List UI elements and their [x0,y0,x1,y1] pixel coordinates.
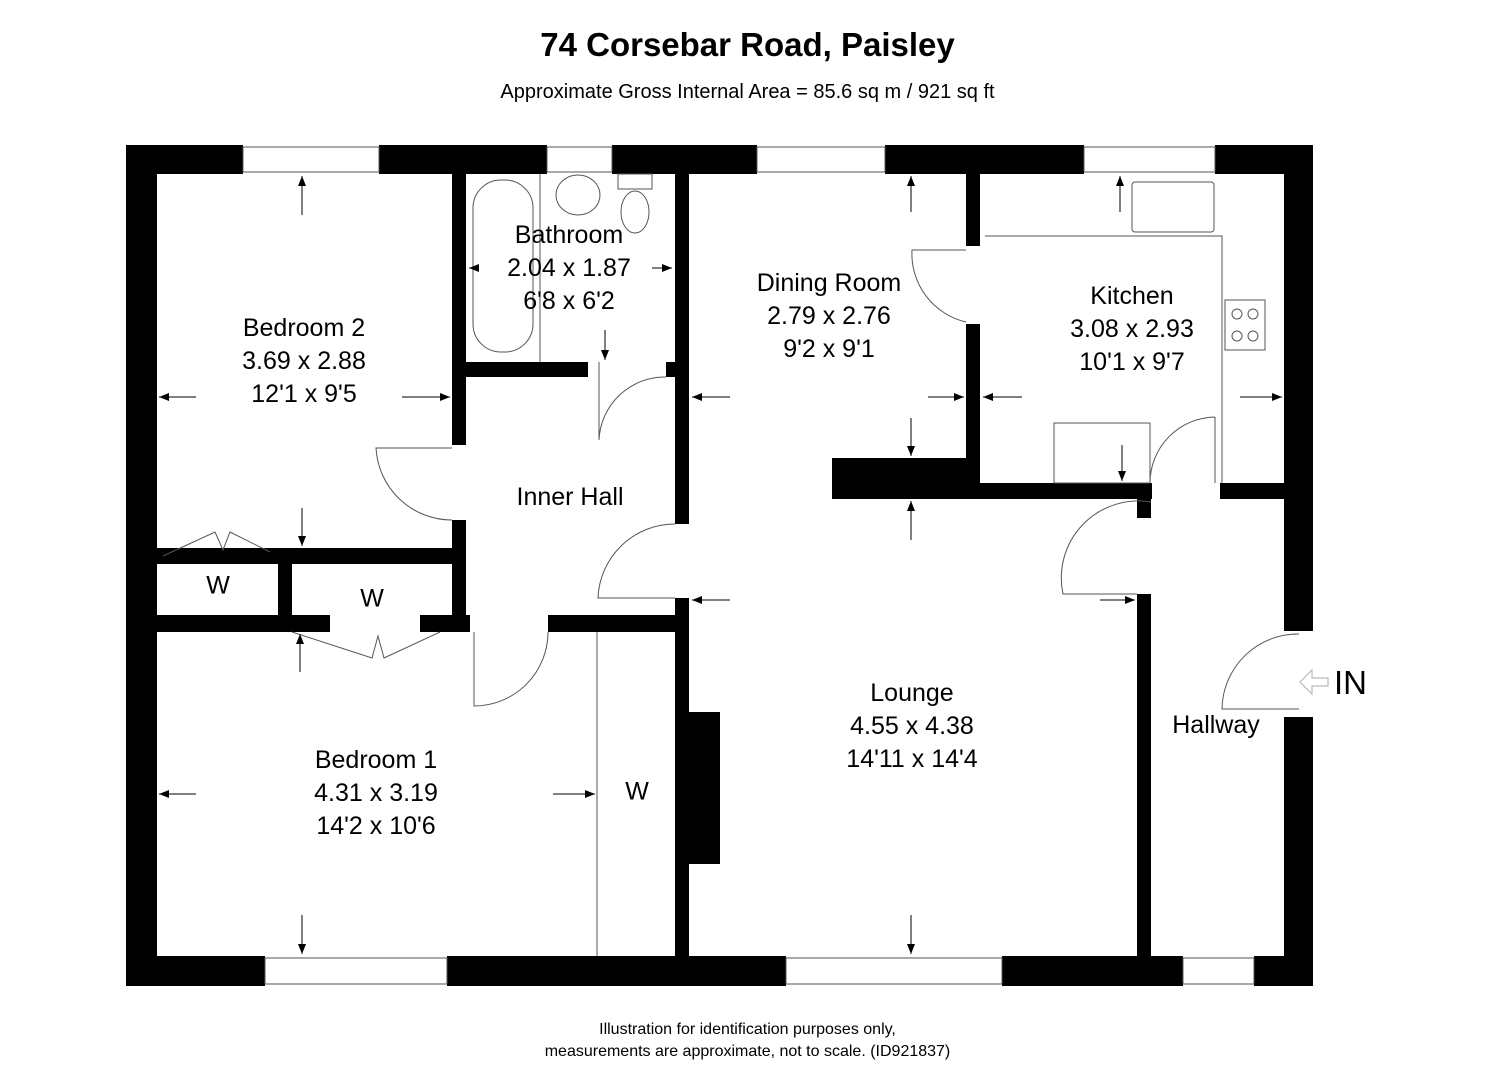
room-inner-hall: Inner Hall [516,483,624,511]
windows [242,146,1255,985]
disclaimer: Illustration for identification purposes… [544,1021,951,1060]
gross-area: Approximate Gross Internal Area = 85.6 s… [500,81,995,103]
dimension-arrows [159,176,1282,954]
fixtures [162,173,1300,956]
entrance-label: IN [1334,664,1367,701]
plan-title: 74 Corsebar Road, Paisley [540,26,955,63]
wardrobe-label-bedroom1: W [625,777,649,806]
walls [126,145,1313,986]
wardrobe-label-hall: W [360,584,384,613]
room-hallway: Hallway [1172,711,1260,739]
wardrobe-label-bedroom2: W [206,571,230,600]
arrow-left-outline-icon [1299,668,1329,696]
